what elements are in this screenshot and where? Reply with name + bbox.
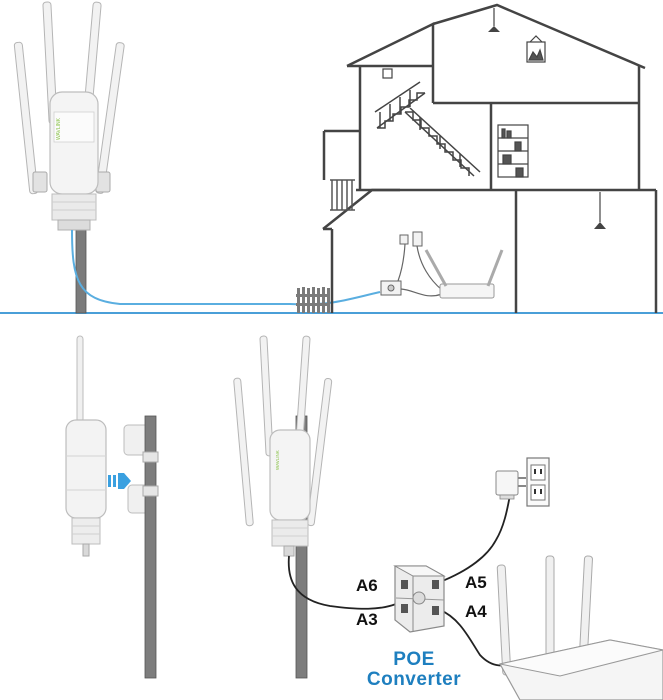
wall-socket-icon xyxy=(526,457,550,507)
outdoor-extender: WAVLINK xyxy=(49,91,99,231)
fence xyxy=(296,287,330,313)
extender-mounted-antennas xyxy=(233,335,333,527)
poe-converter-subtitle: Converter xyxy=(366,669,462,690)
bookshelf xyxy=(497,124,529,178)
poe-converter-title: POE xyxy=(393,649,435,670)
poe-converter-box xyxy=(393,565,446,633)
staircase-upper xyxy=(374,81,426,129)
extender-mounted-brand: WAVLINK xyxy=(275,450,280,470)
indoor-cables xyxy=(397,243,443,297)
extender-brand-label: WAVLINK xyxy=(56,117,62,140)
indoor-router xyxy=(424,249,504,299)
balcony-railing xyxy=(330,179,355,211)
router-icon xyxy=(496,555,663,700)
cable-poe-to-power xyxy=(439,494,511,583)
extender-mounted: WAVLINK xyxy=(269,429,311,557)
attic-window xyxy=(382,68,393,79)
pole-left xyxy=(144,415,157,679)
cable-extender-to-poe xyxy=(287,555,397,610)
indoor-wall-outlet xyxy=(380,231,423,296)
power-plug-icon xyxy=(495,470,526,500)
staircase-lower xyxy=(404,107,481,177)
bottom-scene: WAVLINK xyxy=(65,335,663,700)
lamp-icon xyxy=(488,8,606,229)
antenna-brackets xyxy=(32,171,111,193)
extender-unmounted xyxy=(65,335,107,557)
top-scene: WAVLINK xyxy=(0,1,663,314)
ethernet-cable-top xyxy=(71,229,381,306)
arrow-right-icon xyxy=(108,473,131,489)
port-label-a4: A4 xyxy=(465,602,487,621)
port-label-a6: A6 xyxy=(356,576,378,595)
wall-picture xyxy=(526,35,546,63)
extender-antennas xyxy=(13,1,125,195)
port-label-a5: A5 xyxy=(465,573,487,592)
port-label-a3: A3 xyxy=(356,610,378,629)
house xyxy=(322,3,658,313)
